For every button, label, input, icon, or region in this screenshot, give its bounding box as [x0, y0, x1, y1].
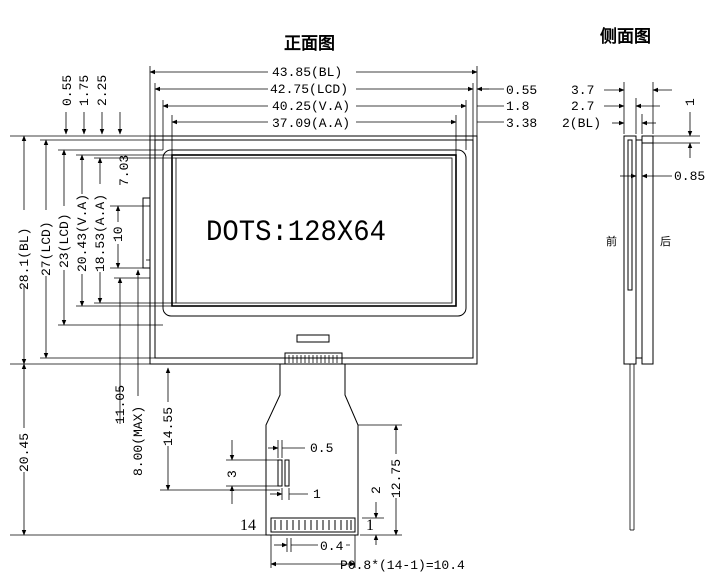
dim-0-55-right: 0.55 [506, 83, 537, 98]
left-dimensions: 28.1(BL) 27(LCD) 23(LCD) 20.43(V.A) 18.5… [10, 135, 280, 536]
dim-28-1-bl: 28.1(BL) [17, 228, 32, 290]
dim-8-00-max: 8.00(MAX) [131, 406, 146, 476]
left-offset-dimensions: 0.55 1.75 2.25 7.03 [60, 75, 132, 186]
side-dim-2-7: 2.7 [571, 99, 594, 114]
front-view: DOTS:128X64 14 [142, 135, 478, 536]
dim-0-4: 0.4 [320, 539, 344, 554]
connector [284, 352, 343, 365]
dim-3: 3 [225, 470, 240, 478]
dim-18-53-aa: 18.53(A.A) [93, 194, 108, 272]
dim-23-lcd: 23(LCD) [57, 213, 72, 268]
dim-0-55-left: 0.55 [60, 75, 75, 106]
dim-11-05: 11.05 [113, 385, 128, 424]
dim-12-75: 12.75 [389, 459, 404, 498]
dim-1-75-left: 1.75 [77, 75, 92, 106]
dim-1-8-right: 1.8 [506, 99, 529, 114]
dim-40-25-va: 40.25(V.A) [272, 99, 350, 114]
dim-2-25-left: 2.25 [95, 75, 110, 106]
viewing-area [162, 149, 467, 317]
backlight-outline [149, 135, 478, 365]
dim-37-09-aa: 37.09(A.A) [272, 116, 350, 131]
dim-20-43-va: 20.43(V.A) [75, 194, 90, 272]
dim-1-fpc: 1 [313, 487, 321, 502]
dim-20-45: 20.45 [17, 433, 32, 472]
dim-27-lcd: 27(LCD) [39, 221, 54, 276]
svg-text:1: 1 [366, 517, 374, 534]
top-dimensions: 43.85(BL) 42.75(LCD) 40.25(V.A) 37.09(A.… [149, 64, 537, 155]
front-view-title: 正面图 [284, 34, 335, 54]
dim-0-5: 0.5 [310, 441, 333, 456]
dots-label: DOTS:128X64 [206, 216, 386, 250]
active-area-outer [171, 154, 457, 307]
dim-pitch: P0.8*(14-1)=10.4 [340, 558, 465, 573]
fpc-dimensions: 0.5 3 1 2 12.75 0.4 P0.8* [225, 424, 465, 573]
dim-42-75-lcd: 42.75(LCD) [270, 82, 348, 97]
pin-14-label: 14 [240, 517, 256, 534]
dim-14-55: 14.55 [161, 407, 176, 446]
fpc-tail [265, 364, 359, 536]
fpc-pads [270, 517, 356, 533]
side-view-title: 侧面图 [600, 26, 651, 47]
side-dim-0-85: 0.85 [674, 169, 705, 184]
dim-3-38-right: 3.38 [506, 116, 537, 131]
side-dim-2-bl: 2(BL) [562, 116, 601, 131]
side-view: 前 后 3.7 2.7 2(BL) 1 0.85 [562, 82, 705, 531]
lcd-outline [154, 139, 474, 359]
front-label: 前 [606, 234, 617, 248]
active-area-inner [175, 157, 453, 304]
back-label: 后 [660, 235, 671, 248]
dim-10: 10 [111, 226, 126, 242]
dim-7-03-left: 7.03 [117, 155, 132, 186]
side-dim-1: 1 [683, 98, 698, 106]
dim-2-fpc: 2 [369, 486, 384, 494]
dim-43-85-bl: 43.85(BL) [272, 65, 342, 80]
side-dim-3-7: 3.7 [571, 83, 594, 98]
